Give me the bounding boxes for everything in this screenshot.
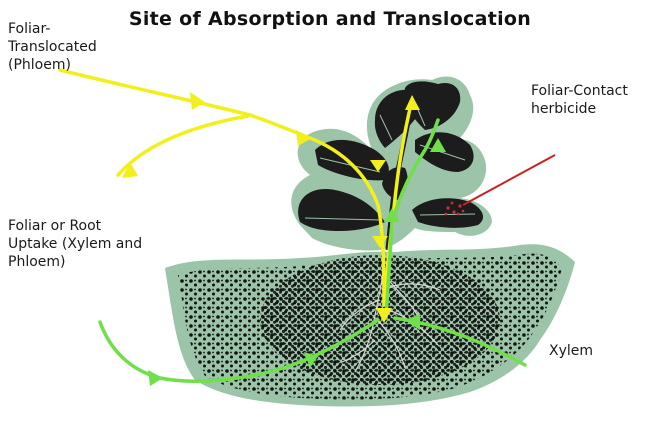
label-foliar-contact: Foliar-Contact herbicide — [531, 82, 628, 118]
soil-core — [260, 255, 500, 385]
label-foliar-translocated: Foliar- Translocated (Phloem) — [8, 20, 97, 74]
arrowhead — [148, 370, 163, 386]
label-xylem: Xylem — [549, 342, 593, 360]
label-foliar-or-root: Foliar or Root Uptake (Xylem and Phloem) — [8, 217, 142, 271]
arrowhead — [190, 92, 205, 110]
